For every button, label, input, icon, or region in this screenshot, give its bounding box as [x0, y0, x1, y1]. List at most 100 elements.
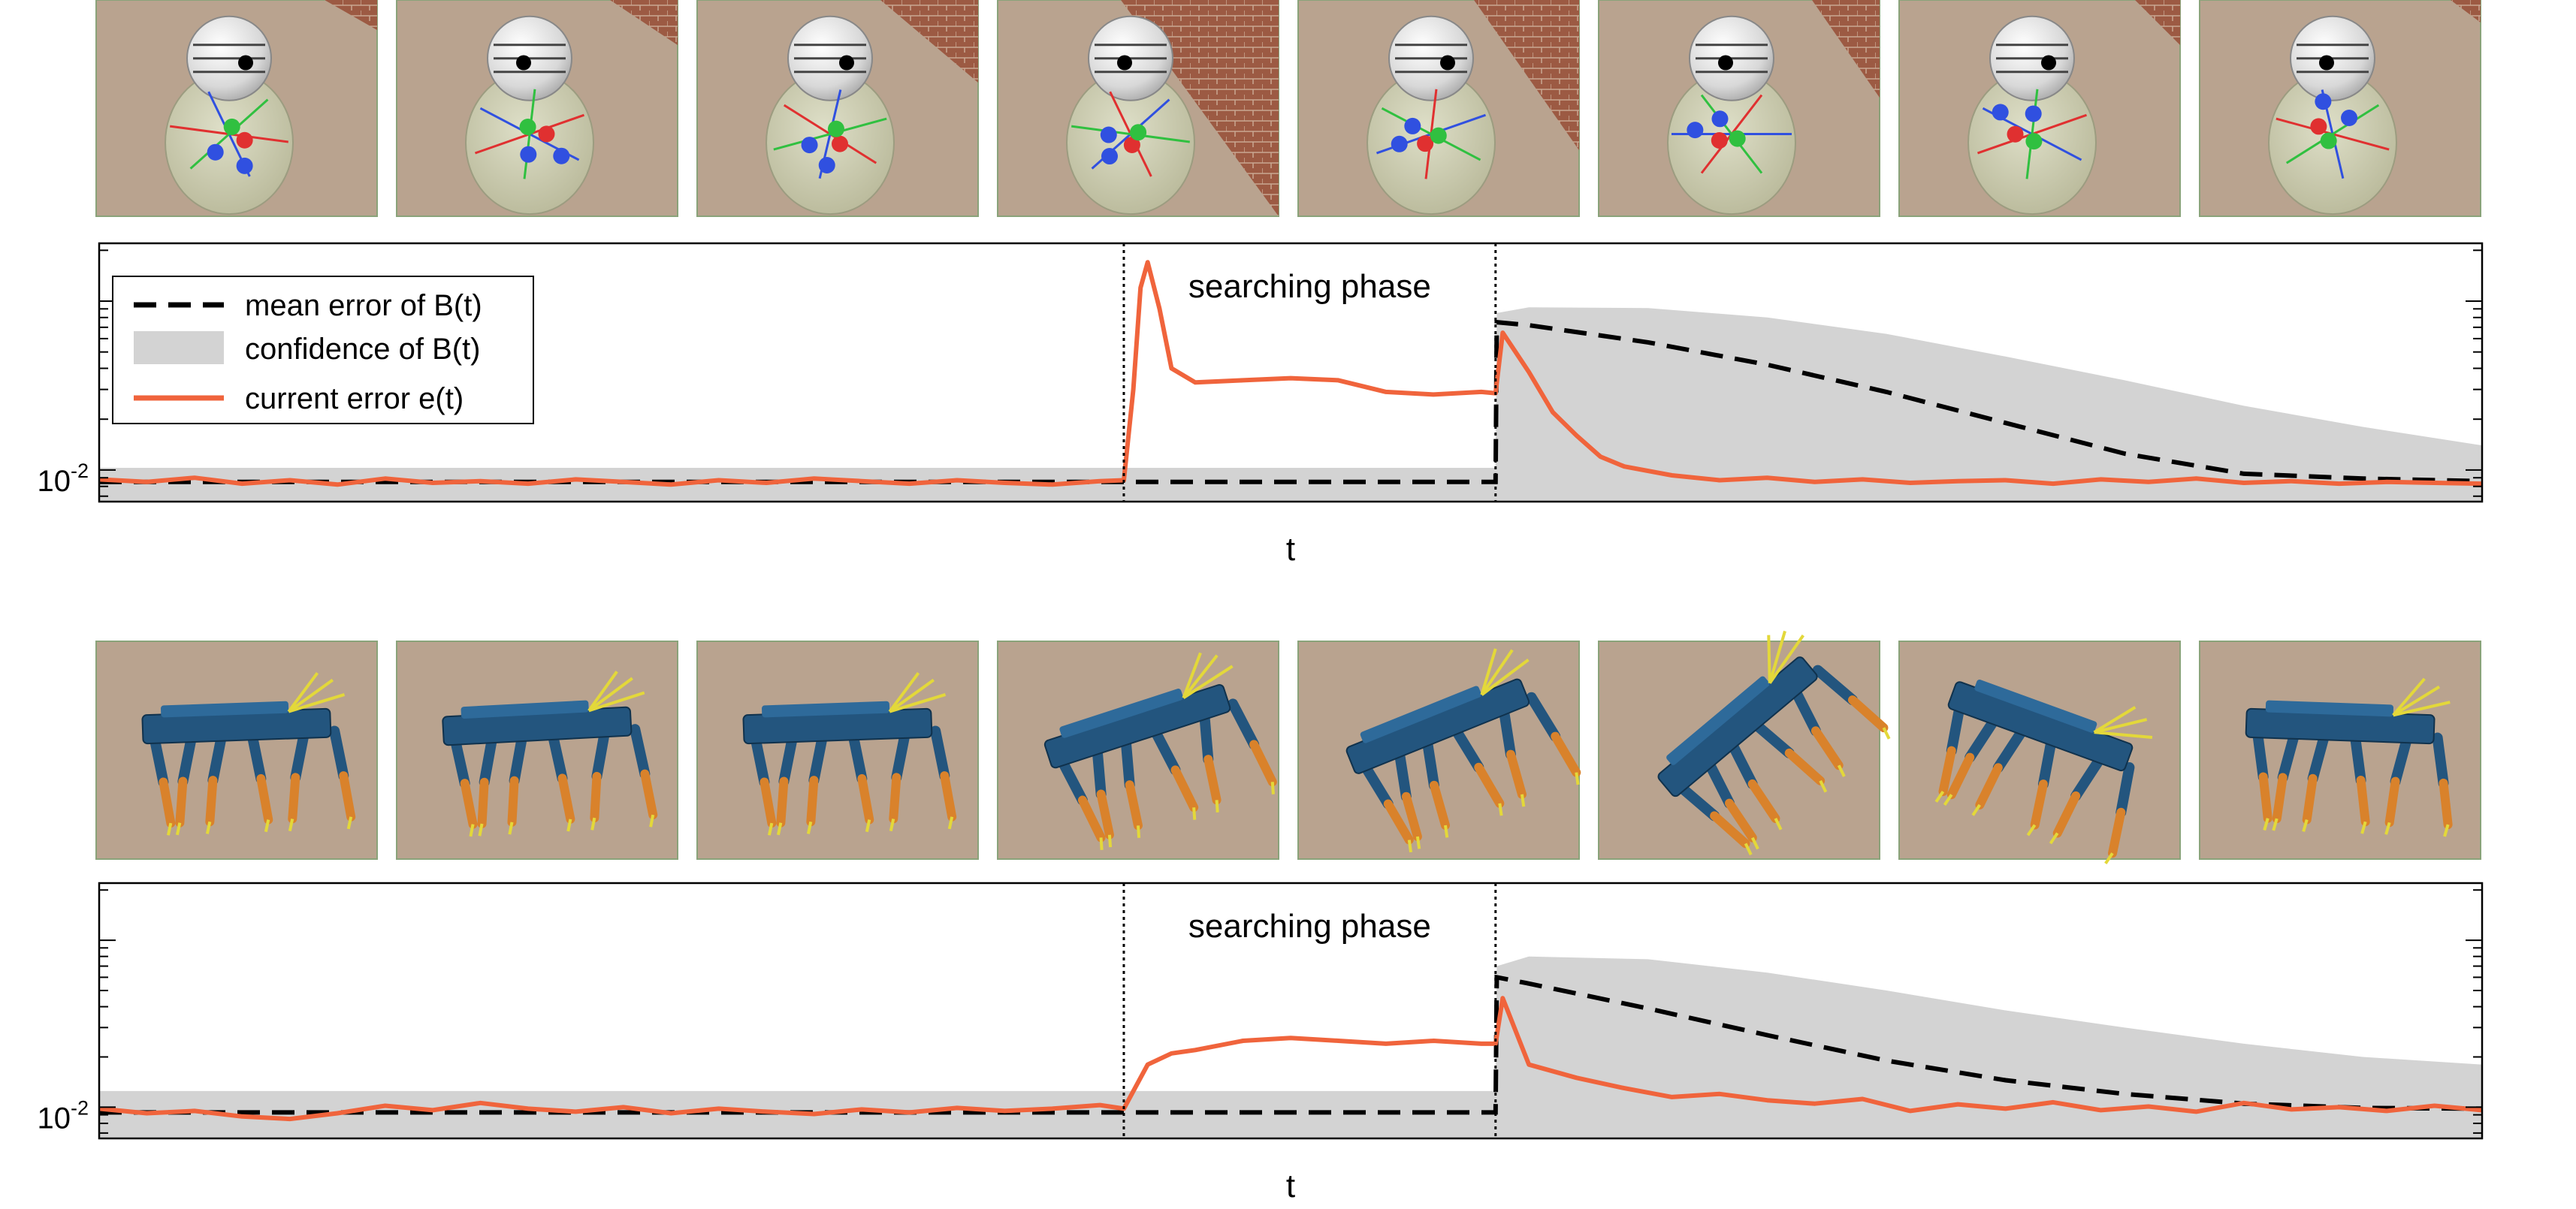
leg-lower: [1975, 763, 2003, 810]
leg-lower: [1125, 780, 1143, 831]
leg-lower: [159, 777, 176, 828]
robot-group: [1657, 630, 1891, 856]
axis-marker: [1711, 110, 1729, 128]
brick-wall: [610, 0, 678, 45]
ytick-exponent: -2: [71, 460, 89, 482]
foot: [2272, 818, 2279, 831]
robot-top-plate: [461, 700, 589, 719]
hexapod-tile: [95, 641, 378, 860]
foot: [1750, 837, 1759, 850]
foot: [2360, 821, 2367, 834]
leg-upper: [1964, 713, 2001, 763]
leg-upper: [1498, 703, 1516, 760]
antenna: [588, 691, 645, 713]
foot: [508, 822, 514, 835]
plot-frame: [98, 242, 2484, 503]
foot: [2049, 832, 2059, 845]
antenna: [889, 678, 935, 713]
leg-lower: [2030, 779, 2048, 830]
axis-marker: [1729, 130, 1746, 147]
foot: [865, 819, 871, 833]
axis-marker: [1430, 127, 1447, 144]
robot-top-plate: [1360, 686, 1481, 743]
leg-upper: [930, 725, 950, 782]
snowman-tile: [696, 0, 979, 217]
leg-upper: [750, 731, 770, 788]
leg-lower: [760, 777, 777, 828]
leg-upper: [149, 731, 169, 788]
foot: [1415, 836, 1421, 849]
foot: [175, 822, 182, 836]
foot: [205, 821, 212, 834]
antenna: [1182, 665, 1234, 700]
leg-upper: [891, 726, 911, 783]
ytick-base: 10: [37, 465, 71, 498]
leg-lower: [1474, 762, 1505, 808]
foot: [2384, 822, 2391, 835]
snowman-robot-icon: [1967, 0, 2180, 216]
searching-phase-label: searching phase: [1188, 268, 1431, 305]
hexapod-robot-icon: [2245, 677, 2453, 837]
robot-eye: [1440, 55, 1455, 71]
robot-top-plate: [2265, 700, 2394, 717]
leg-lower: [1810, 726, 1844, 770]
leg-lower: [2272, 773, 2288, 824]
leg-upper: [1055, 754, 1088, 806]
robot-group: [2245, 677, 2453, 837]
leg-upper: [1092, 743, 1107, 800]
antenna: [587, 677, 633, 712]
foot: [2263, 818, 2269, 831]
axis-marker: [223, 118, 240, 135]
foot: [264, 819, 270, 833]
leg-upper: [1421, 734, 1439, 791]
leg-lower: [1429, 780, 1450, 831]
foot: [649, 814, 655, 828]
antenna: [889, 693, 947, 713]
hexapod-robot-icon: [442, 671, 658, 837]
axis-marker: [236, 157, 253, 174]
leg-upper: [177, 731, 198, 787]
robot-eye: [1117, 55, 1132, 71]
snowman-tile: [997, 0, 1279, 217]
chart-snowman-error: searching phase 10-2 t mean error of B(t…: [37, 242, 2484, 568]
foot: [1882, 727, 1891, 740]
brick-wall: [2451, 0, 2481, 23]
antenna: [1480, 648, 1497, 695]
robot-top-plate: [1974, 679, 2097, 733]
legend-entry-mean: mean error of B(t): [245, 289, 482, 322]
antenna: [1768, 635, 1805, 684]
foot: [590, 817, 596, 831]
tile-background: [696, 641, 979, 860]
axis-marker: [1101, 148, 1118, 165]
robot-top-plate: [161, 701, 289, 718]
leg-lower: [460, 779, 478, 829]
foot: [806, 821, 813, 834]
snowman-robot-icon: [165, 0, 377, 216]
antenna: [1480, 649, 1514, 696]
leg-lower: [776, 776, 789, 828]
snowman-robot-icon: [1066, 0, 1279, 216]
snowman-tile: [1297, 0, 1580, 217]
leg-lower: [1551, 731, 1581, 777]
robot-top-plate: [762, 701, 890, 718]
leg-lower: [2302, 773, 2318, 825]
axis-marker: [2320, 132, 2337, 149]
leg-lower: [1401, 791, 1422, 842]
tile-row-hexapod: [95, 630, 2481, 864]
hexapod-robot-icon: [1345, 648, 1581, 853]
foot: [1934, 790, 1945, 803]
foot: [1819, 779, 1828, 793]
leg-upper: [2115, 761, 2135, 818]
foot: [1498, 803, 1503, 816]
foot: [1407, 840, 1413, 853]
snowman-tile: [95, 0, 378, 217]
leg-lower: [339, 771, 356, 822]
foot: [1744, 843, 1753, 856]
leg-lower: [507, 776, 519, 827]
leg-upper: [2070, 752, 2106, 801]
foot: [1444, 825, 1449, 838]
axis-marker: [2007, 125, 2024, 143]
hexapod-robot-icon: [1934, 679, 2153, 864]
tile-background: [95, 641, 378, 860]
leg-lower: [2108, 807, 2126, 858]
